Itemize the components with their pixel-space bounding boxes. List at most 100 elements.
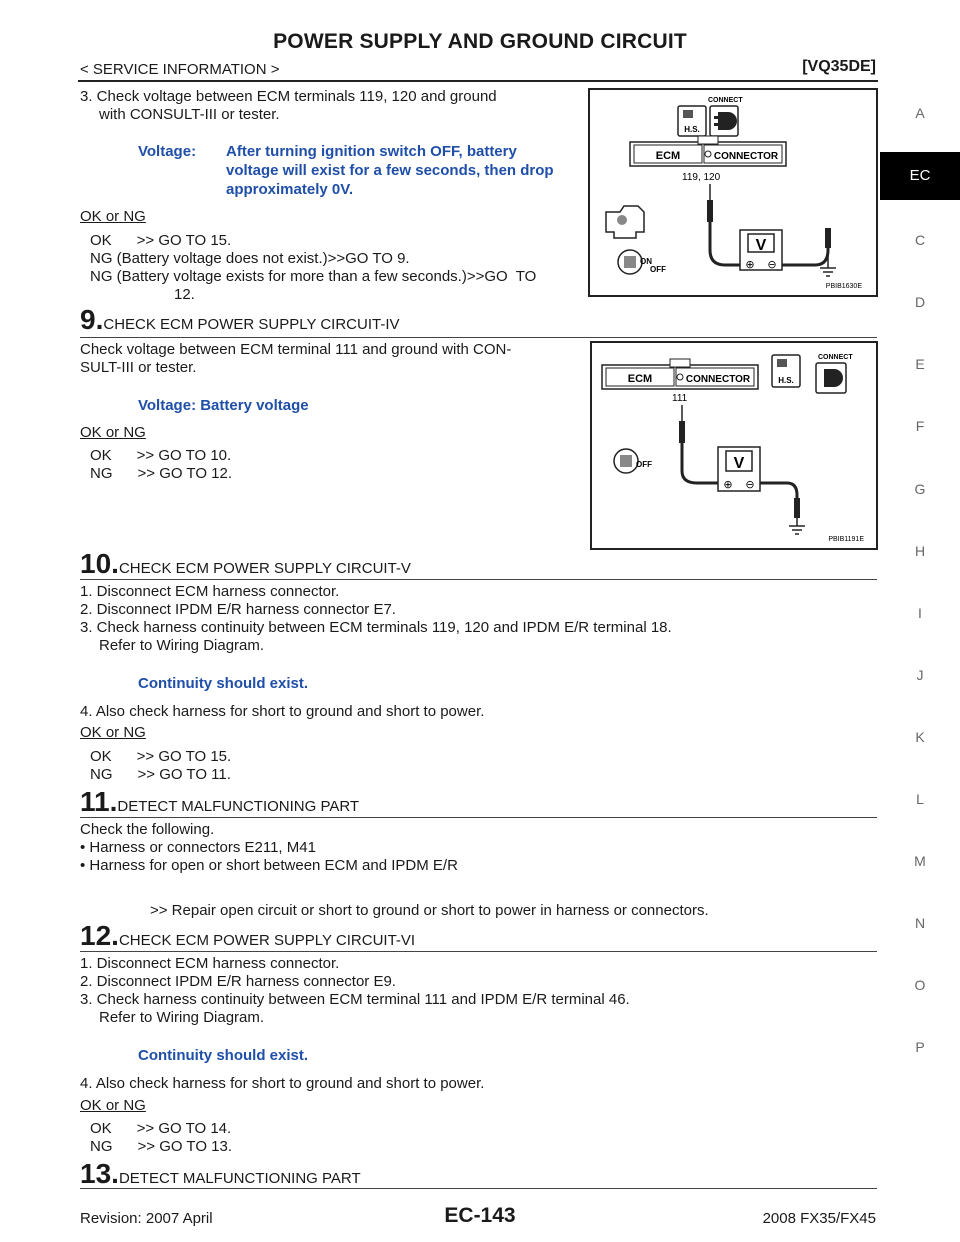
step-number: 9. [80,304,104,335]
diagram-ecm-voltage-119-120: H.S. CONNECT ECM CONNECTOR 119, 120 [588,88,878,297]
sec8-spec-3: approximately 0V. [226,181,354,198]
ignition-switch-icon: OFF [613,448,652,474]
step10-line-1: 1. Disconnect ECM harness connector. [80,583,340,600]
step12-line-4: Refer to Wiring Diagram. [99,1009,265,1026]
step10-spec: Continuity should exist. [138,675,309,692]
terminal-label: 119, 120 [682,172,721,183]
step-9-heading: 9.CHECK ECM POWER SUPPLY CIRCUIT-IV [80,304,400,336]
step-title: CHECK ECM POWER SUPPLY CIRCUIT-IV [103,316,400,333]
sec8-result-ng-2-cont: 12. [174,286,195,303]
step-title: DETECT MALFUNCTIONING PART [118,1170,361,1187]
svg-text:CONNECTOR: CONNECTOR [686,374,751,385]
step12-ok-or-ng: OK or NG [80,1097,146,1114]
sec8-spec-2: voltage will exist for a few seconds, th… [226,162,554,179]
side-index-ec[interactable]: EC [880,152,960,200]
breadcrumb[interactable]: < SERVICE INFORMATION > [80,61,280,78]
svg-text:H.S.: H.S. [684,125,700,134]
step-divider [80,951,877,952]
step-number: 12. [80,920,119,951]
figure-code: PBIB1630E [826,283,863,290]
step10-result-ok: OK >> GO TO 15. [90,748,232,765]
ecm-connector-icon: ECM CONNECTOR [601,358,759,390]
sec8-spec-1: After turning ignition switch OFF, batte… [226,143,517,160]
step12-line-2: 2. Disconnect IPDM E/R harness connector… [80,973,396,990]
sec8-instruction-1: 3. Check voltage between ECM terminals 1… [80,88,497,105]
side-index-j[interactable]: J [916,667,924,683]
connect-label: CONNECT [818,354,853,361]
voltmeter-icon: V ⊕ ⊖ [717,446,761,492]
connect-icon [815,362,847,394]
step9-spec: Voltage: Battery voltage [138,397,309,414]
step9-ok-or-ng: OK or NG [80,424,146,441]
svg-text:⊕: ⊕ [723,478,732,491]
side-index-e[interactable]: E [915,356,925,372]
header-divider [78,80,878,82]
step10-ok-or-ng: OK or NG [80,724,146,741]
side-index-o[interactable]: O [914,977,926,993]
step10-line-5: 4. Also check harness for short to groun… [80,703,485,720]
step10-line-3: 3. Check harness continuity between ECM … [80,619,672,636]
step-divider [80,579,877,580]
svg-text:CONNECTOR: CONNECTOR [714,151,779,162]
step12-spec: Continuity should exist. [138,1047,309,1064]
side-index-c[interactable]: C [914,232,926,248]
svg-text:⊖: ⊖ [767,258,776,271]
step9-instruction-2: SULT-III or tester. [80,359,197,376]
side-index-m[interactable]: M [914,853,926,869]
svg-text:ECM: ECM [628,373,652,385]
step12-line-3: 3. Check harness continuity between ECM … [80,991,630,1008]
svg-text:⊖: ⊖ [745,478,754,491]
step-divider [80,337,877,338]
side-index-h[interactable]: H [914,543,926,559]
svg-text:ON: ON [640,257,652,266]
side-index-d[interactable]: D [914,294,926,310]
figure-code: PBIB1191E [828,536,864,543]
ground-icon [789,525,805,535]
step-11-heading: 11.DETECT MALFUNCTIONING PART [80,786,359,818]
step11-line-3: • Harness for open or short between ECM … [80,857,458,874]
side-index-k[interactable]: K [915,729,925,745]
step10-line-4: Refer to Wiring Diagram. [99,637,265,654]
side-index-a[interactable]: A [915,105,925,121]
svg-text:H.S.: H.S. [778,376,794,385]
step11-result: >> Repair open circuit or short to groun… [150,902,709,919]
vehicle-model: 2008 FX35/FX45 [762,1210,876,1227]
step-divider [80,1188,877,1189]
step-10-heading: 10.CHECK ECM POWER SUPPLY CIRCUIT-V [80,548,411,580]
hs-icon: H.S. [677,105,707,137]
step11-line-1: Check the following. [80,821,215,838]
page-title: POWER SUPPLY AND GROUND CIRCUIT [273,30,687,53]
svg-text:OFF: OFF [650,265,666,274]
connect-label: CONNECT [708,97,743,104]
revision-date: Revision: 2007 April [80,1210,213,1227]
step-title: CHECK ECM POWER SUPPLY CIRCUIT-VI [118,932,416,949]
terminal-label: 111 [672,393,688,404]
step9-result-ok: OK >> GO TO 10. [90,447,232,464]
voltmeter-icon: V ⊕ ⊖ [739,229,783,271]
side-index-g[interactable]: G [914,481,926,497]
hs-icon: H.S. [771,354,801,388]
svg-text:⊕: ⊕ [745,258,754,271]
sec8-spec-label: Voltage: [138,143,197,160]
side-index-f[interactable]: F [915,418,925,434]
step10-result-ng: NG >> GO TO 11. [90,766,231,783]
step-number: 10. [80,548,119,579]
step12-line-5: 4. Also check harness for short to groun… [80,1075,485,1092]
sec8-instruction-2: with CONSULT-III or tester. [99,106,280,123]
step10-line-2: 2. Disconnect IPDM E/R harness connector… [80,601,396,618]
ecm-connector-icon: ECM CONNECTOR [629,135,787,167]
side-index-p[interactable]: P [915,1039,925,1055]
side-index-i[interactable]: I [918,605,922,621]
ground-icon [820,267,836,277]
sec8-result-ok: OK >> GO TO 15. [90,232,232,249]
step11-line-2: • Harness or connectors E211, M41 [80,839,316,856]
step12-result-ok: OK >> GO TO 14. [90,1120,232,1137]
svg-text:OFF: OFF [636,460,652,469]
side-index-n[interactable]: N [914,915,926,931]
step-number: 11. [80,786,118,817]
diagram-ecm-voltage-111: ECM CONNECTOR H.S. CONNECT 111 V [590,341,878,550]
side-index-l[interactable]: L [916,791,924,807]
step12-line-1: 1. Disconnect ECM harness connector. [80,955,340,972]
engine-icon [605,205,645,239]
engine-code: [VQ35DE] [802,58,876,75]
